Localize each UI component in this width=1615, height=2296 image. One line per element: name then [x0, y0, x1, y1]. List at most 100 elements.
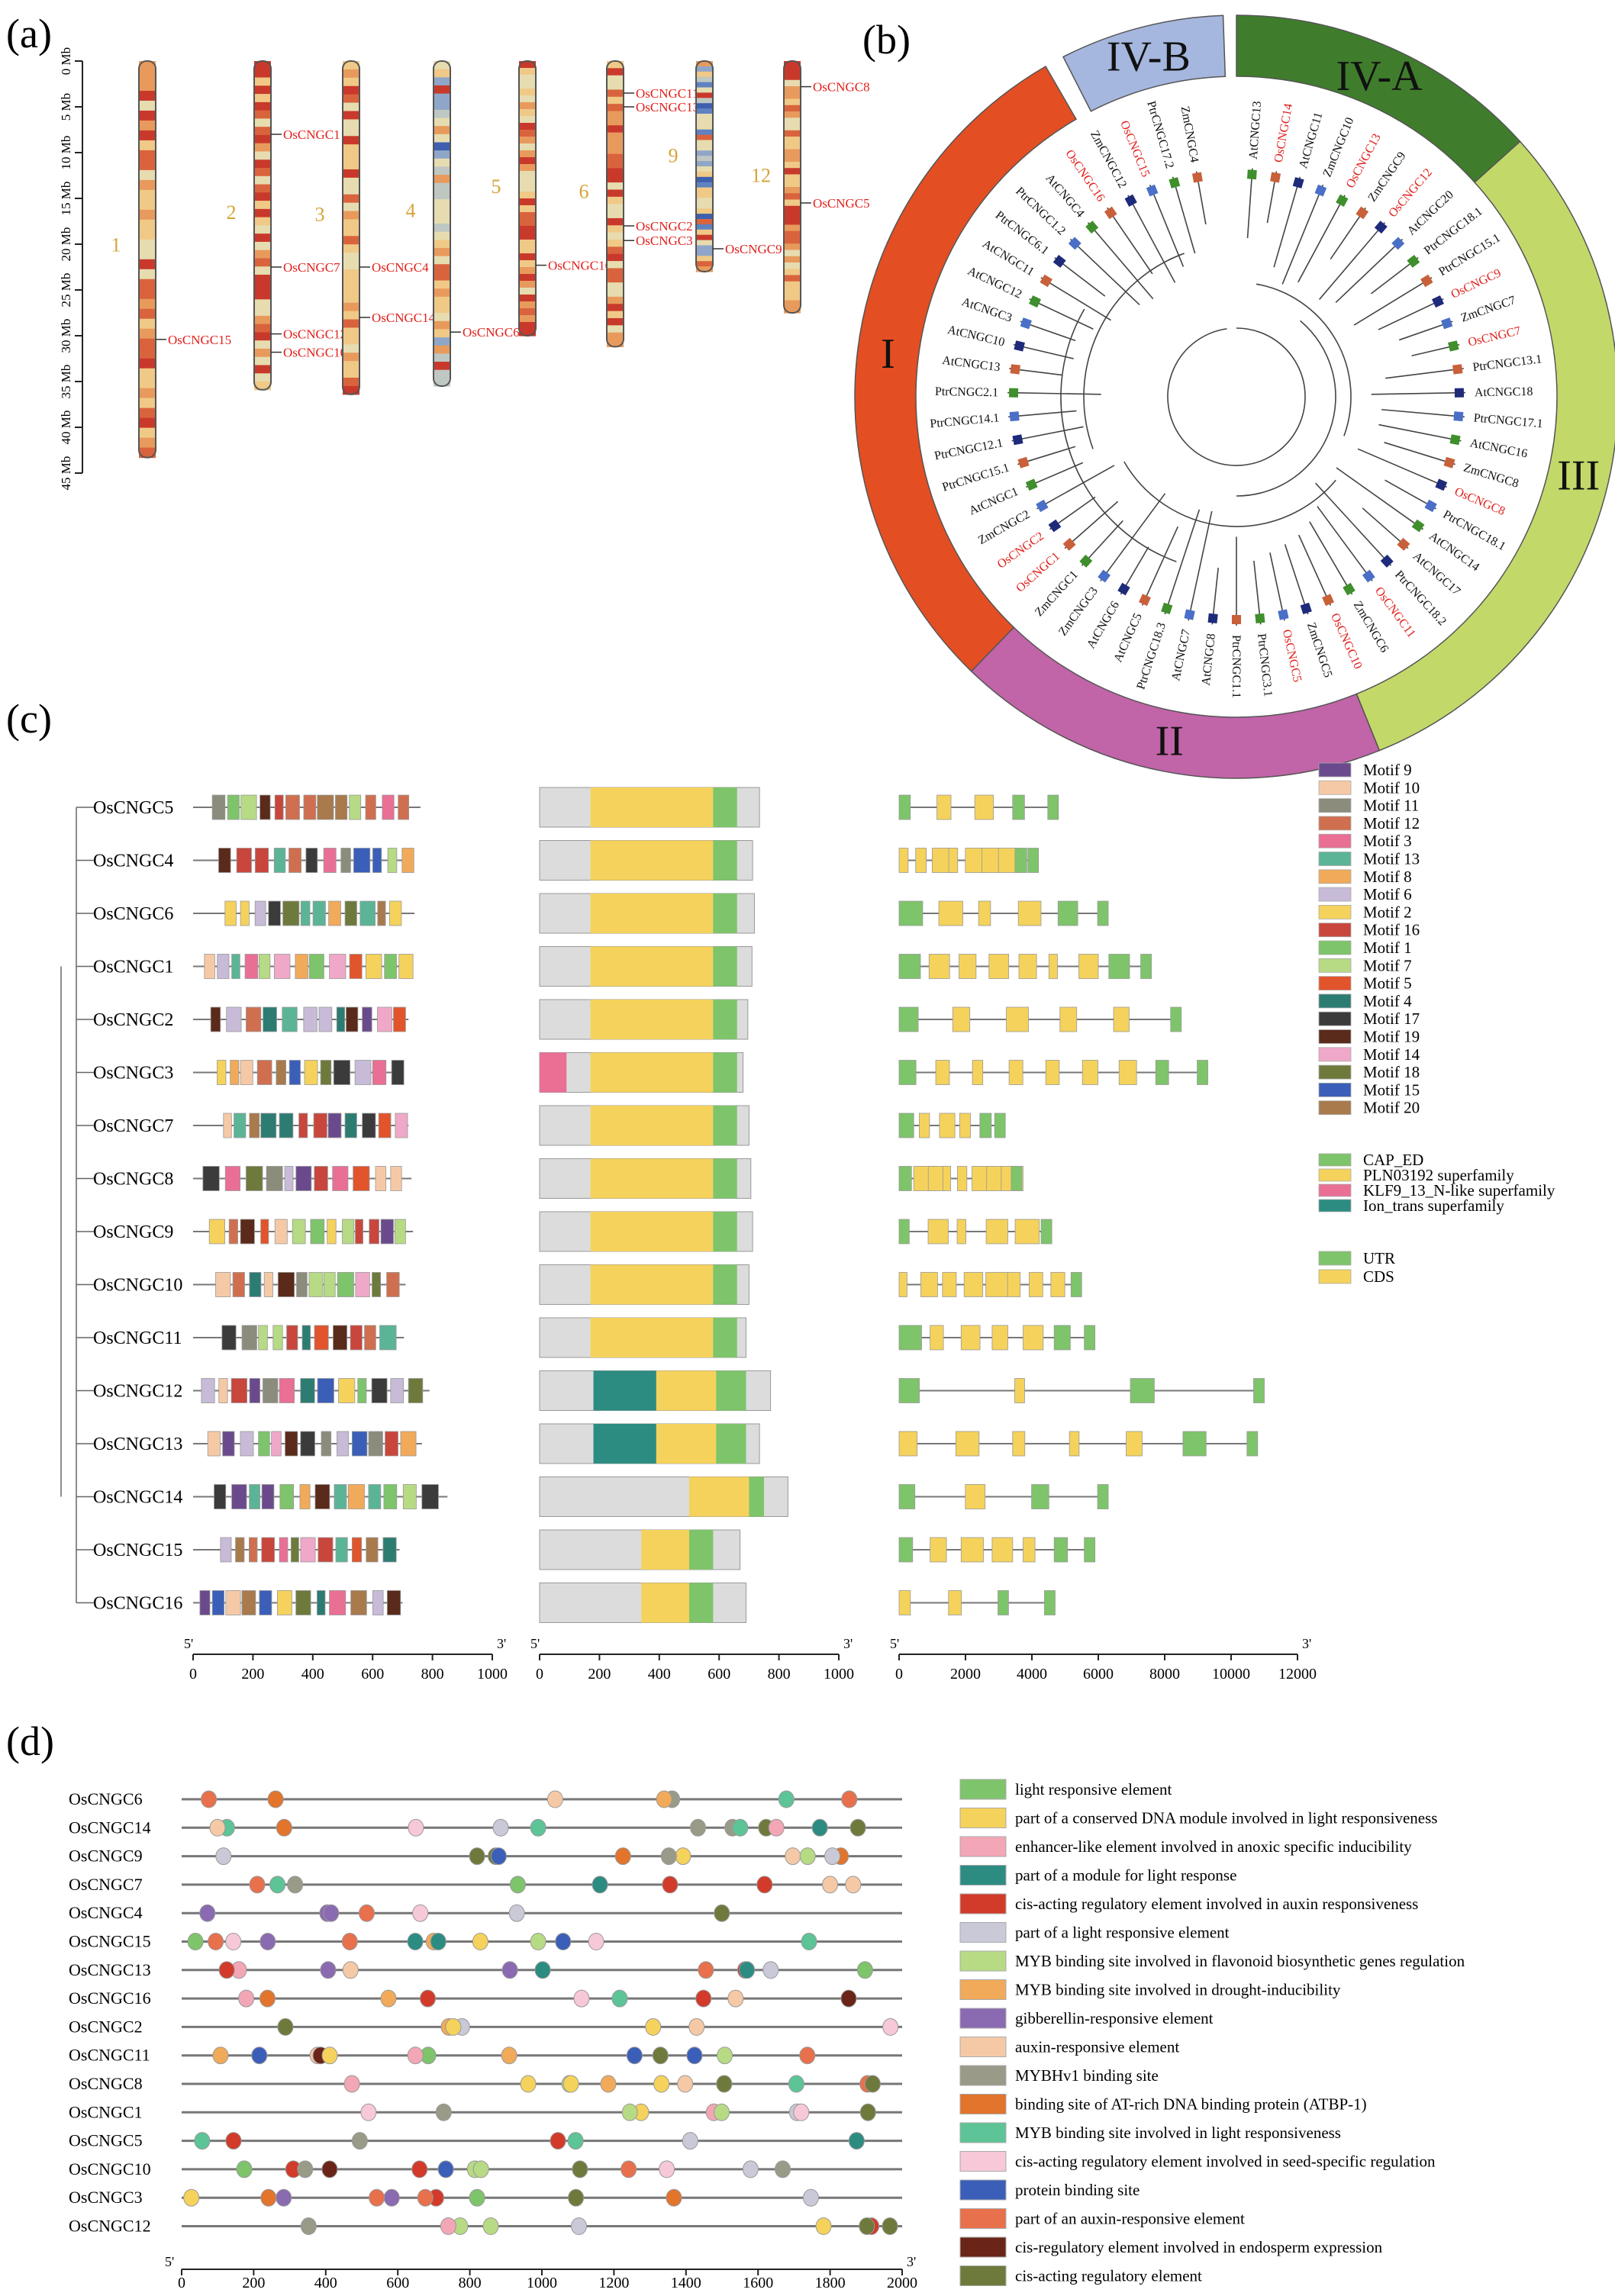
motif-legend-swatch [1318, 869, 1352, 884]
chromosome-band [434, 256, 450, 265]
domain-legend-label: PLN03192 superfamily [1363, 1166, 1514, 1184]
motif-box [383, 1484, 398, 1509]
chromosome-band [607, 261, 624, 269]
motif-box [224, 900, 237, 926]
domain-pln03192 [590, 1106, 714, 1145]
motif-box [398, 794, 410, 820]
chromosome-band [254, 324, 271, 333]
chromosome-band [434, 85, 450, 95]
utr-box [1140, 954, 1152, 979]
motif-box [342, 1219, 355, 1245]
leaf-label: PtrCNGC2.1 [935, 385, 998, 399]
cis-legend-swatch [959, 2179, 1007, 2201]
motif-box [308, 954, 324, 979]
motif-box [362, 1006, 372, 1032]
chromosome-band [434, 109, 450, 119]
leaf-label: OsCNGC8 [1452, 485, 1507, 518]
motif-box [296, 1272, 308, 1297]
chromosome-band [254, 315, 271, 325]
leaf-marker [1452, 364, 1463, 375]
utr-box [1040, 1219, 1052, 1245]
exon-box [898, 1219, 910, 1245]
exon-box [1008, 1060, 1023, 1085]
tree-branch [1284, 544, 1309, 615]
exon-box [959, 954, 977, 979]
exon-box [1053, 1537, 1069, 1563]
chromosome-band [519, 329, 536, 337]
chromosome-band [254, 373, 271, 382]
exon-box [898, 848, 909, 873]
tree-branch [1336, 467, 1424, 530]
chromosome-band [519, 185, 536, 192]
motif-legend-label: Motif 18 [1363, 1063, 1420, 1081]
chromosome-band [784, 237, 801, 244]
chromosome-band [784, 111, 801, 118]
axis-3prime: 3' [497, 1636, 506, 1651]
chromosome-band [519, 322, 536, 330]
exon-box [1130, 1378, 1155, 1403]
exon-box [898, 1378, 920, 1403]
exon-box [957, 1166, 968, 1191]
domain-cap-ed [713, 946, 737, 987]
motif-box [382, 1537, 397, 1563]
motif-box [327, 1113, 342, 1138]
leaf-marker [1407, 255, 1420, 268]
motif-box [402, 1484, 417, 1509]
chromosome-band [519, 233, 536, 240]
chromosome-band [139, 179, 156, 191]
motif-box [310, 1219, 325, 1245]
leaf-label: PtrCNGC3.1 [1255, 633, 1275, 697]
axis-tick-label: 800 [459, 2275, 482, 2291]
chromosome-band [607, 132, 624, 140]
cis-element [492, 1818, 509, 1837]
motif-box [255, 848, 269, 873]
panel-c-label: (c) [6, 696, 52, 742]
motif-legend-swatch [1318, 762, 1352, 778]
motif-box [335, 794, 348, 820]
cis-element [212, 2046, 229, 2065]
motif-box [289, 1060, 301, 1085]
chromosome-band [343, 285, 359, 295]
chromosome-band [784, 294, 801, 301]
cis-element [225, 1933, 242, 1950]
tree-internal-arc [1167, 327, 1306, 466]
chromosome-band [607, 289, 624, 298]
cis-element [343, 2075, 360, 2093]
motif-legend-swatch [1318, 780, 1352, 795]
exon-box [898, 1325, 922, 1351]
motif-box [254, 900, 266, 926]
chromosome-band [519, 109, 536, 117]
motif-box [282, 900, 300, 926]
leaf-label: AtCNGC10 [946, 324, 1006, 349]
chromosome-band [696, 198, 713, 204]
motif-box [272, 1325, 283, 1351]
chromosome-band [434, 304, 450, 314]
motif-box [317, 1590, 326, 1615]
tree-branch [1384, 442, 1455, 465]
axis-tick-label: 8000 [1149, 1666, 1180, 1683]
gene-row-label: OsCNGC9 [93, 1222, 173, 1242]
chromosome-band [519, 164, 536, 172]
cis-element [297, 2160, 314, 2178]
motif-legend-swatch [1318, 798, 1352, 813]
leaf-marker [1085, 221, 1099, 234]
motif-box [365, 794, 376, 820]
chromosome-band [343, 194, 359, 204]
cis-element [534, 1961, 551, 1979]
axis-tick-label: 2000 [887, 2275, 917, 2291]
motif-box [328, 900, 341, 926]
cis-element [546, 1790, 563, 1808]
exon-box [898, 1272, 907, 1297]
motif-box [249, 1378, 260, 1403]
leaf-marker [1356, 206, 1369, 220]
chromosome-band [254, 143, 271, 153]
cis-element [859, 2217, 875, 2235]
cis-element [440, 2217, 456, 2235]
motif-legend-label: Motif 5 [1363, 974, 1412, 993]
chromosome-band [254, 94, 271, 103]
gene-row-label: OsCNGC11 [93, 1328, 182, 1348]
leaf-marker [1029, 295, 1042, 308]
chromosome-band [254, 356, 271, 366]
chromosome-band [607, 96, 624, 105]
chromosome-band [343, 144, 359, 153]
